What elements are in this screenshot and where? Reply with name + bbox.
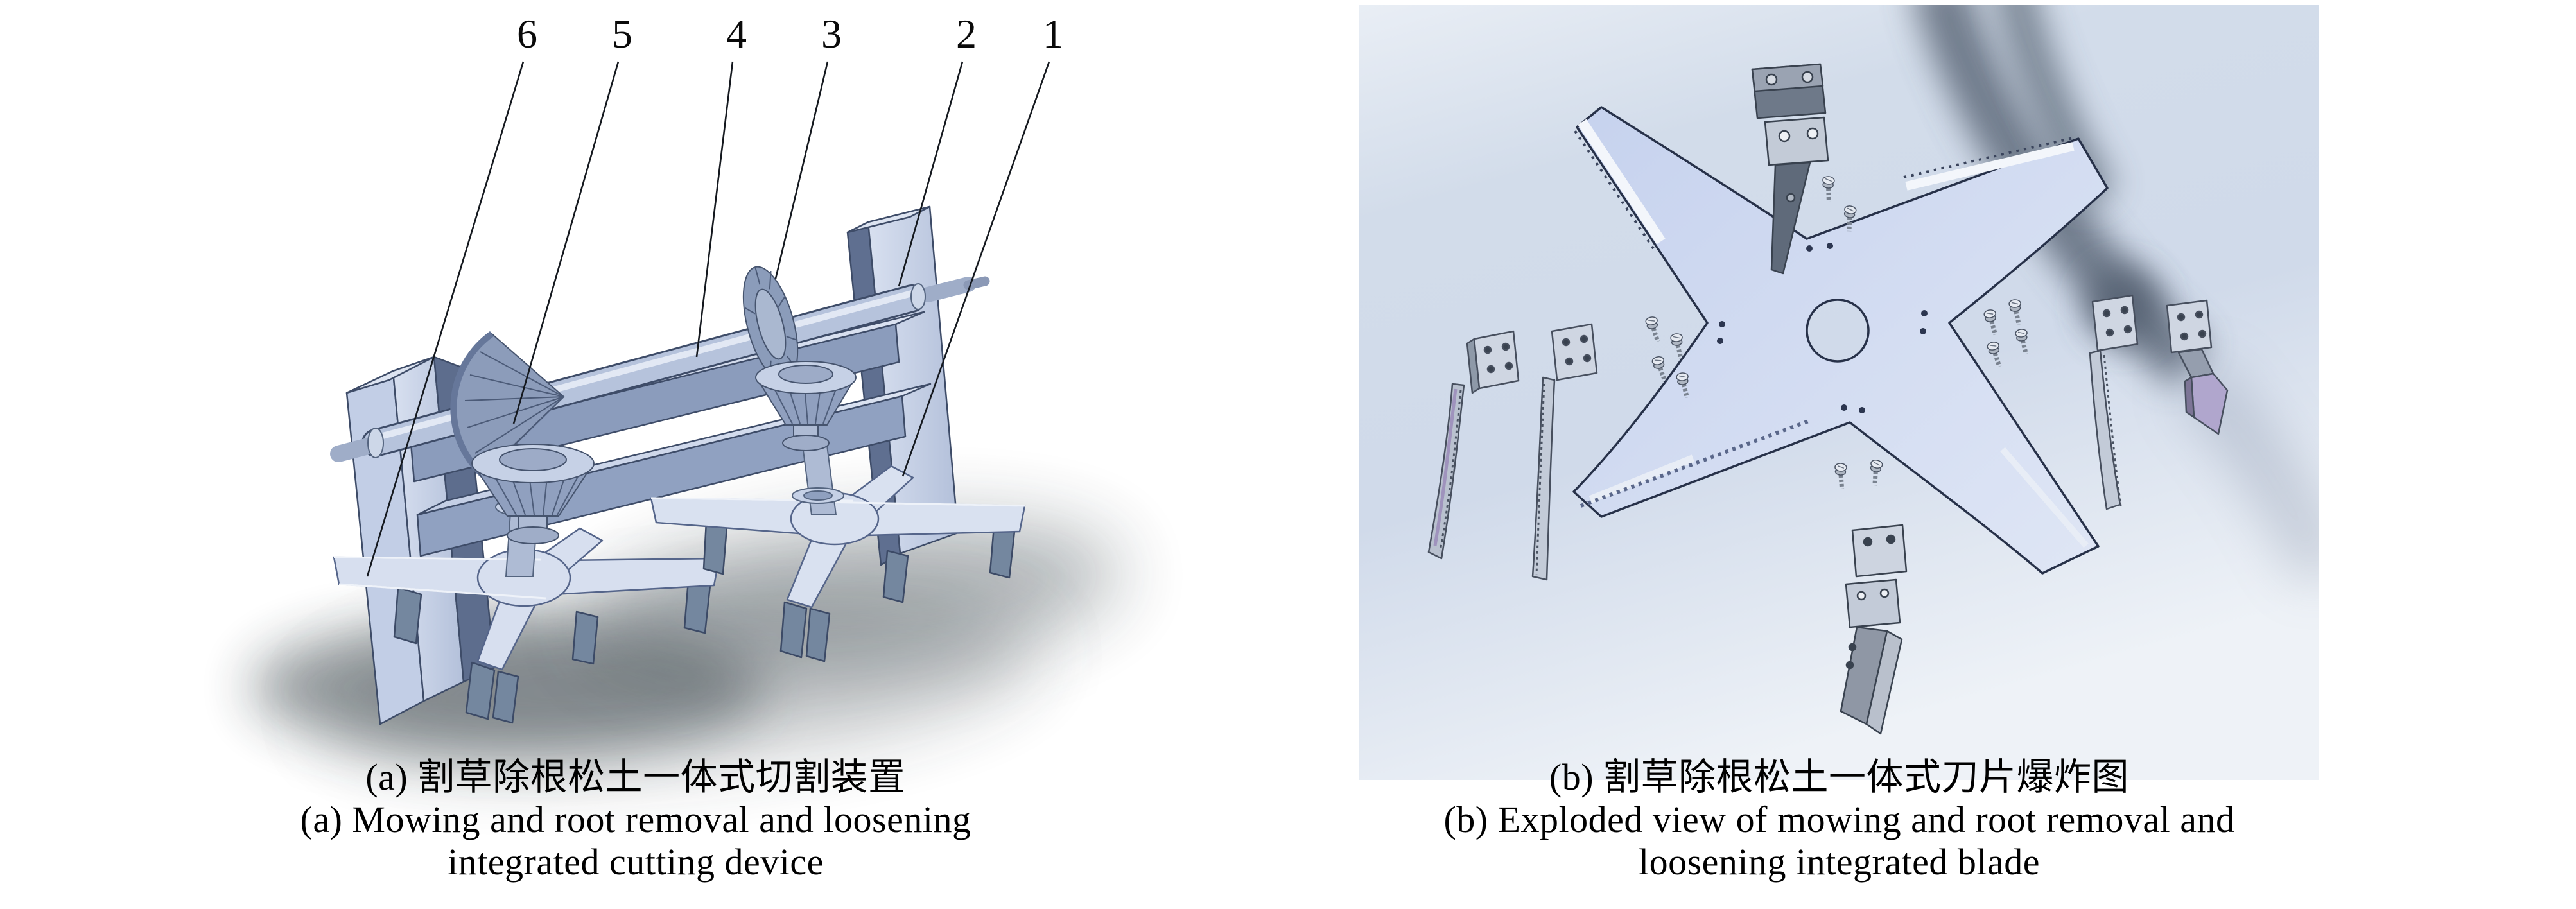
part-label-4: 4 [726, 11, 747, 56]
caption-panel-b: (b) 割草除根松土一体式刀片爆炸图 (b) Exploded view of … [1359, 756, 2319, 883]
caption-panel-a: (a) 割草除根松土一体式切割装置 (a) Mowing and root re… [90, 756, 1181, 883]
leader-lines [366, 61, 1050, 577]
right-blade-holders [2089, 294, 2229, 510]
bottom-blade-holder [1840, 524, 1908, 735]
right-bevel-gear-pair [742, 266, 857, 451]
plate-holes [1717, 243, 1928, 413]
caption-b-english-line1: (b) Exploded view of mowing and root rem… [1443, 799, 2235, 840]
caption-a-chinese: (a) 割草除根松土一体式切割装置 [365, 756, 906, 798]
cross-blade-plate [1572, 106, 2109, 575]
caption-b-english-line2: loosening integrated blade [1638, 841, 2041, 883]
caption-b-chinese: (b) 割草除根松土一体式刀片爆炸图 [1549, 756, 2130, 798]
caption-a-english-line2: integrated cutting device [448, 841, 824, 883]
part-labels: 6 5 4 3 2 1 [517, 11, 1063, 56]
left-blade-holders [1427, 323, 1598, 581]
exploded-blade-illustration [1359, 5, 2319, 780]
top-blade-holder [1751, 63, 1829, 275]
part-label-6: 6 [517, 11, 537, 56]
part-label-3: 3 [821, 11, 842, 56]
left-blade-rotor [333, 527, 720, 724]
part-label-1: 1 [1043, 11, 1063, 56]
part-label-5: 5 [612, 11, 632, 56]
cutting-device-illustration: 6 5 4 3 2 1 [250, 11, 1122, 770]
caption-a-english-line1: (a) Mowing and root removal and loosenin… [300, 799, 971, 840]
part-label-2: 2 [956, 11, 977, 56]
left-bevel-gear-pair [450, 331, 595, 544]
